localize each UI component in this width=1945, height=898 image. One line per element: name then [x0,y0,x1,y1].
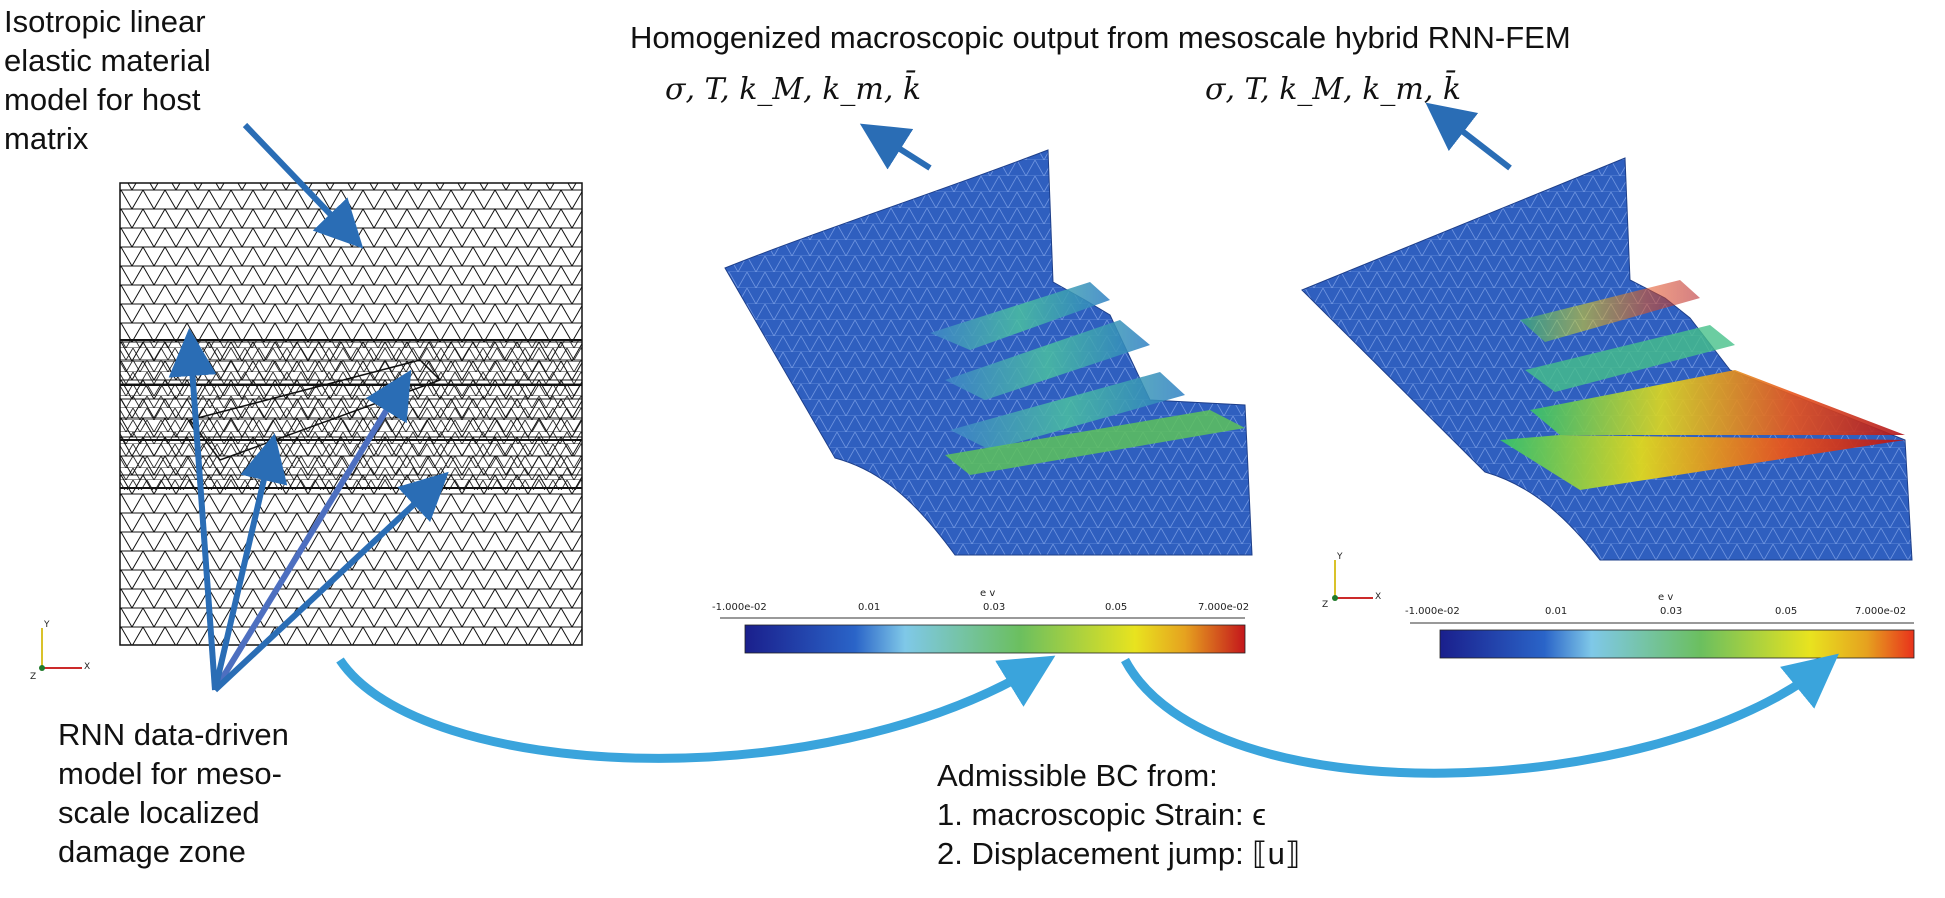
rnn-model-line-1: RNN data-driven [58,717,289,752]
left-colorbar-tick-5: 7.000e-02 [1198,602,1250,613]
right-colorbar-tick-5: 7.000e-02 [1855,606,1907,617]
right-colorbar-tick-2: 0.01 [1545,606,1568,617]
main-title: Homogenized macroscopic output from meso… [630,20,1571,55]
rnn-model-line-4: damage zone [58,834,246,869]
axis-z-label-right: Z [1322,600,1329,610]
host-matrix-line-4: matrix [4,121,89,156]
rnn-model-line-3: scale localized [58,795,260,830]
output-vars-left: σ, T, k_M, k_m, k̄ [665,72,922,107]
right-colorbar [1410,622,1915,659]
axis-triad-left [39,628,82,671]
left-colorbar-tick-3: 0.03 [983,602,1006,613]
bc-heading: Admissible BC from: [937,758,1218,793]
host-matrix-label: Isotropic linear elastic material model … [4,2,211,158]
left-colorbar-tick-1: -1.000e-02 [712,602,767,613]
right-deformed-mesh [1301,157,1913,561]
left-colorbar [720,617,1246,654]
left-colorbar-tick-4: 0.05 [1105,602,1128,613]
left-colorbar-tick-2: 0.01 [858,602,881,613]
axis-triad-right [1332,560,1373,601]
output-vars-right: σ, T, k_M, k_m, k̄ [1205,72,1462,107]
left-deformed-mesh [724,149,1253,556]
host-matrix-line-2: elastic material [4,43,211,78]
axis-x-label-left: X [84,662,91,672]
axis-z-label-left: Z [30,672,37,682]
axis-y-label-left: Y [44,620,50,630]
annotation-arrows [168,102,1512,693]
bc-item-jump: 2. Displacement jump: ⟦u⟧ [937,836,1301,871]
rnn-model-label: RNN data-driven model for meso- scale lo… [58,715,289,871]
bc-item-strain: 1. macroscopic Strain: ϵ [937,797,1266,832]
right-colorbar-tick-4: 0.05 [1775,606,1798,617]
host-matrix-line-1: Isotropic linear [4,4,206,39]
axis-y-label-right: Y [1337,552,1343,562]
host-matrix-line-3: model for host [4,82,201,117]
right-colorbar-tick-3: 0.03 [1660,606,1683,617]
left-mesh-square [119,182,583,646]
left-colorbar-title: e v [980,588,996,599]
right-colorbar-tick-1: -1.000e-02 [1405,606,1460,617]
rnn-model-line-2: model for meso- [58,756,282,791]
axis-x-label-right: X [1375,592,1382,602]
transfer-curves [336,653,1839,778]
right-colorbar-title: e v [1658,592,1674,603]
bc-text: Admissible BC from: 1. macroscopic Strai… [937,756,1300,873]
